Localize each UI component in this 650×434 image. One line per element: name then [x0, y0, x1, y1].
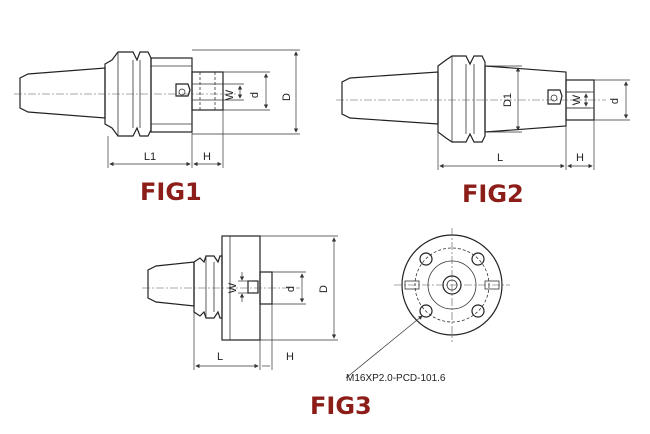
fig3-label-d: d — [285, 286, 297, 292]
fig1-label-D: D — [281, 93, 293, 101]
fig1-label-d: d — [249, 92, 261, 98]
fig2-label-H: H — [576, 152, 584, 164]
fig2-label-L: L — [497, 152, 503, 164]
fig3-label-W: W — [227, 282, 239, 293]
fig1-caption: FIG1 — [140, 178, 202, 206]
fig3-label-D: D — [318, 285, 330, 293]
fig2-label-D1: D1 — [502, 93, 514, 107]
fig3-front-drawing: M16XP2.0-PCD-101.6 — [345, 228, 510, 384]
fig1-label-H: H — [203, 151, 211, 163]
fig3-caption: FIG3 — [310, 392, 372, 420]
fig1-drawing: D d W L1 H FIG1 — [14, 49, 300, 206]
fig2-caption: FIG2 — [462, 180, 524, 208]
fig3-thread-note: M16XP2.0-PCD-101.6 — [346, 373, 446, 384]
fig3-side-drawing: W d D L H — [142, 235, 338, 370]
fig3-label-H: H — [286, 351, 294, 363]
fig1-label-L1: L1 — [144, 151, 156, 163]
fig2-label-W: W — [571, 94, 583, 105]
fig1-label-W: W — [224, 89, 236, 100]
fig3-label-L: L — [217, 351, 223, 363]
fig2-drawing: D1 W d L H FIG2 — [336, 55, 630, 208]
fig2-label-d: d — [609, 98, 621, 104]
